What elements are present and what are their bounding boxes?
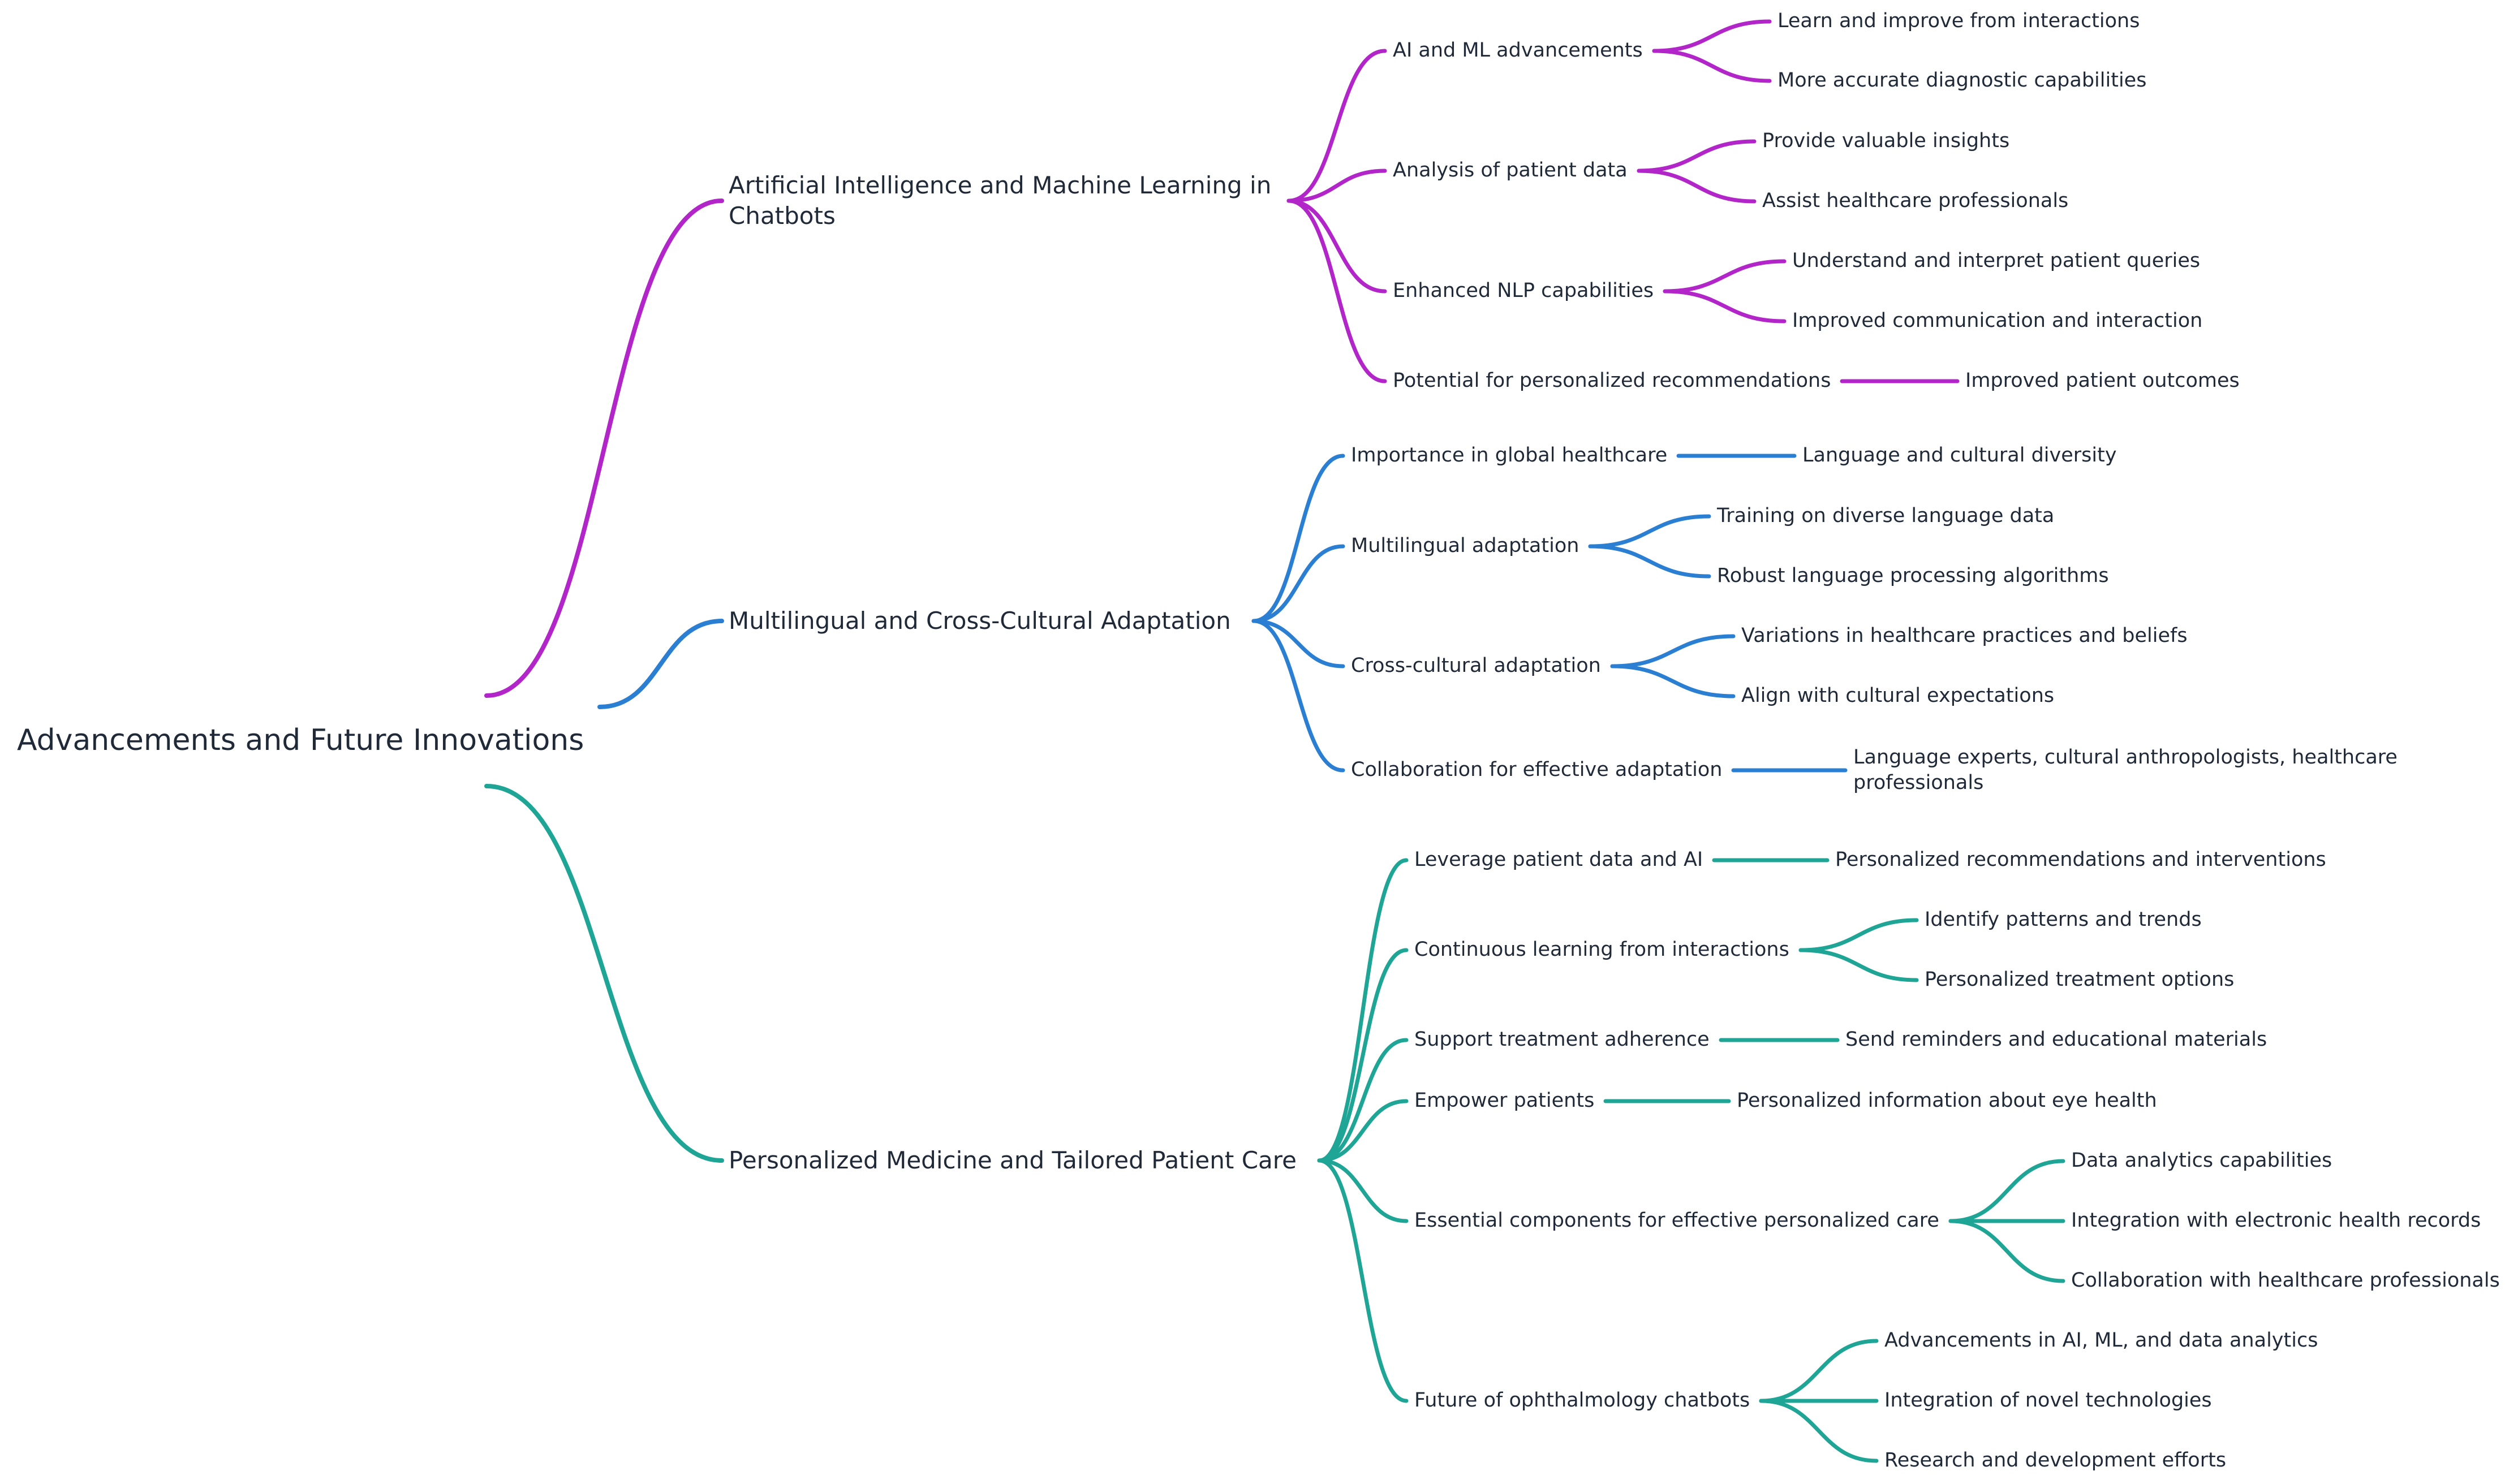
leaf-node: Language experts, cultural anthropologis…: [1853, 745, 2398, 795]
leaf-node: Learn and improve from interactions: [1777, 10, 2140, 32]
leaf-node: Personalized recommendations and interve…: [1835, 848, 2326, 871]
branch-subtopic-connector: [1317, 1158, 1409, 1223]
leaf-node: Language and cultural diversity: [1802, 444, 2117, 467]
branch-subtopic-connector: [1317, 1099, 1409, 1163]
leaf-node: Personalized information about eye healt…: [1737, 1089, 2157, 1112]
branch-subtopic-connector: [1317, 1158, 1409, 1403]
leaf-node: Integration with electronic health recor…: [2071, 1209, 2481, 1232]
subtopic-node: Collaboration for effective adaptation: [1351, 758, 1723, 781]
subtopic-node: Future of ophthalmology chatbots: [1414, 1389, 1750, 1412]
subtopic-node: Essential components for effective perso…: [1414, 1209, 1939, 1232]
subtopic-leaf-connector: [1948, 1219, 2065, 1283]
subtopic-node: Enhanced NLP capabilities: [1393, 279, 1654, 302]
leaf-node: Send reminders and educational materials: [1845, 1028, 2267, 1051]
subtopic-leaf-connector: [1948, 1159, 2065, 1223]
root-branch-connector: [597, 619, 724, 709]
branch-subtopic-connector: [1251, 619, 1345, 668]
subtopic-leaf-connector: [1588, 514, 1711, 549]
leaf-node: Align with cultural expectations: [1741, 684, 2055, 707]
subtopic-leaf-connector: [1610, 634, 1736, 668]
subtopic-leaf-connector: [1588, 544, 1711, 579]
subtopic-leaf-connector: [1663, 289, 1787, 323]
subtopic-node: Support treatment adherence: [1414, 1028, 1710, 1051]
leaf-node: Collaboration with healthcare profession…: [2071, 1269, 2500, 1292]
leaf-node: Integration of novel technologies: [1884, 1389, 2212, 1412]
branch-subtopic-connector: [1286, 49, 1387, 203]
subtopic-leaf-connector: [1637, 169, 1757, 204]
subtopic-node: Importance in global healthcare: [1351, 444, 1668, 467]
subtopic-node: Leverage patient data and AI: [1414, 848, 1703, 871]
subtopic-node: Cross-cultural adaptation: [1351, 654, 1601, 677]
branch-subtopic-connector: [1286, 199, 1387, 294]
leaf-node: Advancements in AI, ML, and data analyti…: [1884, 1329, 2318, 1352]
subtopic-leaf-connector: [1798, 948, 1919, 982]
subtopic-node: Empower patients: [1414, 1089, 1595, 1112]
leaf-node: Improved patient outcomes: [1965, 369, 2240, 392]
branch-node: Personalized Medicine and Tailored Patie…: [729, 1146, 1297, 1174]
branch-node: Multilingual and Cross-Cultural Adaptati…: [729, 606, 1231, 635]
subtopic-node: Multilingual adaptation: [1351, 534, 1579, 557]
subtopic-leaf-connector: [1759, 1399, 1879, 1463]
branch-subtopic-connector: [1286, 199, 1387, 383]
leaf-node: Robust language processing algorithms: [1717, 564, 2109, 587]
branch-node: Artificial Intelligence and Machine Lear…: [729, 171, 1272, 230]
leaf-node: Improved communication and interaction: [1792, 309, 2203, 332]
leaf-node: Variations in healthcare practices and b…: [1741, 624, 2188, 647]
subtopic-leaf-connector: [1759, 1339, 1879, 1403]
subtopic-leaf-connector: [1652, 49, 1772, 83]
leaf-node: Data analytics capabilities: [2071, 1149, 2332, 1172]
branch-subtopic-connector: [1251, 544, 1345, 623]
subtopic-node: Continuous learning from interactions: [1414, 938, 1789, 961]
subtopic-node: AI and ML advancements: [1393, 39, 1643, 62]
subtopic-leaf-connector: [1610, 664, 1736, 698]
subtopic-leaf-connector: [1798, 918, 1919, 952]
branch-subtopic-connector: [1251, 619, 1345, 773]
leaf-node: More accurate diagnostic capabilities: [1777, 69, 2147, 92]
leaf-node: Assist healthcare professionals: [1762, 189, 2069, 212]
leaf-node: Research and development efforts: [1884, 1449, 2227, 1472]
branch-subtopic-connector: [1317, 948, 1409, 1163]
branch-subtopic-connector: [1317, 1038, 1409, 1163]
subtopic-node: Potential for personalized recommendatio…: [1393, 369, 1831, 392]
root-branch-connector: [484, 199, 724, 698]
leaf-node: Understand and interpret patient queries: [1792, 249, 2201, 272]
leaf-node: Training on diverse language data: [1717, 504, 2055, 527]
root-node: Advancements and Future Innovations: [17, 723, 584, 757]
subtopic-leaf-connector: [1637, 139, 1757, 173]
root-branch-connector: [484, 784, 724, 1163]
leaf-node: Provide valuable insights: [1762, 130, 2010, 152]
branch-subtopic-connector: [1251, 454, 1345, 623]
subtopic-leaf-connector: [1652, 19, 1772, 53]
leaf-node: Personalized treatment options: [1925, 968, 2235, 991]
branch-subtopic-connector: [1317, 858, 1409, 1163]
subtopic-node: Analysis of patient data: [1393, 159, 1628, 182]
subtopic-leaf-connector: [1663, 259, 1787, 294]
branch-subtopic-connector: [1286, 169, 1387, 203]
leaf-node: Identify patterns and trends: [1925, 908, 2202, 931]
